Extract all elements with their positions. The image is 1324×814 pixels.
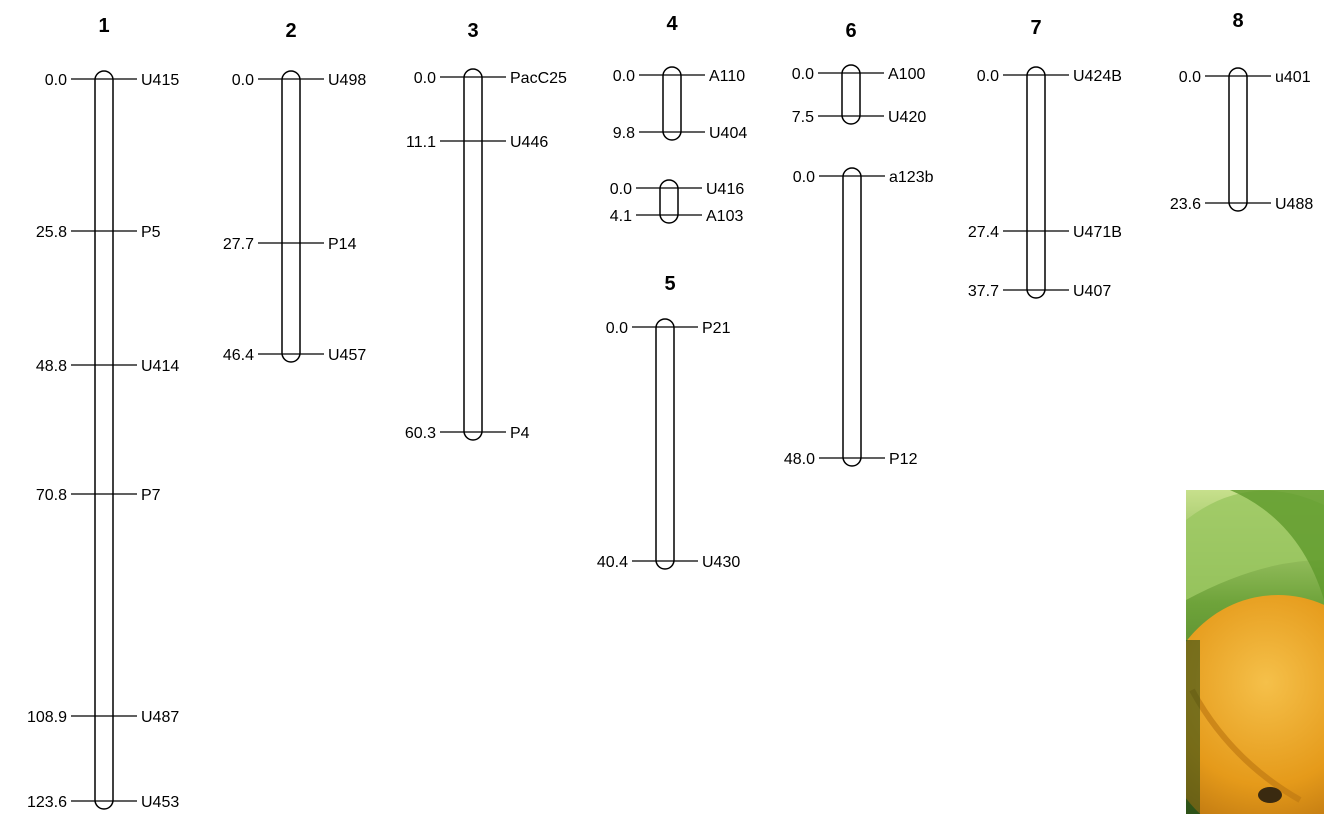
marker-name-label: A100 — [888, 66, 925, 83]
marker-name-label: U404 — [709, 125, 747, 142]
marker-name-label: U471B — [1073, 224, 1122, 241]
linkage-group-5: 5 0.0 P21 40.4 U430 — [597, 273, 740, 571]
marker-position-label: 27.4 — [968, 224, 999, 241]
marker-position-label: 60.3 — [405, 425, 436, 442]
marker-position-label: 37.7 — [968, 283, 999, 300]
chromosome-bar — [1228, 67, 1248, 212]
marker-name-label: P21 — [702, 320, 731, 337]
linkage-group-title: 6 — [845, 20, 856, 42]
linkage-group-title: 3 — [467, 20, 478, 42]
chromosome-bar — [94, 70, 114, 810]
marker-position-label: 27.7 — [223, 236, 254, 253]
linkage-group-title: 4 — [666, 13, 678, 35]
linkage-group-title: 1 — [98, 15, 109, 37]
marker-position-label: 0.0 — [606, 320, 628, 337]
fruit-photo — [1186, 490, 1324, 814]
marker-position-label: 0.0 — [793, 169, 815, 186]
marker-name-label: PacC25 — [510, 70, 567, 87]
marker-name-label: U487 — [141, 709, 179, 726]
chromosome-bar — [281, 70, 301, 363]
marker-name-label: U453 — [141, 794, 179, 811]
chromosome-bar — [659, 179, 679, 224]
marker-name-label: U415 — [141, 72, 179, 89]
marker-name-label: U488 — [1275, 196, 1313, 213]
chromosome-bar — [463, 68, 483, 441]
marker-position-label: 0.0 — [45, 72, 67, 89]
marker-name-label: P12 — [889, 451, 918, 468]
marker-position-label: 11.1 — [406, 134, 436, 151]
marker-position-label: 123.6 — [27, 794, 67, 811]
marker-position-label: 4.1 — [610, 208, 632, 225]
linkage-group-1: 1 0.0 U415 25.8 P5 48.8 U414 70.8 P7 108.9 U487 123… — [27, 15, 179, 811]
marker-name-label: P5 — [141, 224, 161, 241]
linkage-group-title: 5 — [664, 273, 675, 295]
marker-position-label: 46.4 — [223, 347, 254, 364]
marker-position-label: 0.0 — [613, 68, 635, 85]
marker-position-label: 70.8 — [36, 487, 67, 504]
marker-position-label: 48.8 — [36, 358, 67, 375]
marker-position-label: 0.0 — [414, 70, 436, 87]
linkage-group-title: 2 — [285, 20, 296, 42]
marker-position-label: 108.9 — [27, 709, 67, 726]
marker-name-label: a123b — [889, 169, 934, 186]
linkage-group-title: 7 — [1030, 17, 1041, 39]
marker-position-label: 0.0 — [610, 181, 632, 198]
marker-name-label: U407 — [1073, 283, 1111, 300]
linkage-group-6: 6 0.0 A100 7.5 U420 0.0 a123b 48.0 P12 — [784, 20, 934, 468]
marker-position-label: 0.0 — [792, 66, 814, 83]
linkage-group-7: 7 0.0 U424B 27.4 U471B 37.7 U407 — [968, 17, 1122, 300]
marker-position-label: 0.0 — [977, 68, 999, 85]
chromosome-bar — [662, 66, 682, 141]
marker-position-label: 7.5 — [792, 109, 814, 126]
marker-name-label: U420 — [888, 109, 926, 126]
marker-position-label: 0.0 — [1179, 69, 1201, 86]
marker-position-label: 25.8 — [36, 224, 67, 241]
chromosome-bar — [655, 318, 675, 570]
marker-name-label: A103 — [706, 208, 743, 225]
marker-position-label: 0.0 — [232, 72, 254, 89]
linkage-group-3: 3 0.0 PacC25 11.1 U446 60.3 P4 — [405, 20, 567, 442]
marker-name-label: P14 — [328, 236, 357, 253]
chromosome-bar — [841, 64, 861, 125]
linkage-group-title: 8 — [1232, 10, 1243, 32]
marker-name-label: U424B — [1073, 68, 1122, 85]
linkage-group-8: 8 0.0 u401 23.6 U488 — [1170, 10, 1313, 213]
marker-name-label: U457 — [328, 347, 366, 364]
marker-name-label: U498 — [328, 72, 366, 89]
marker-name-label: U414 — [141, 358, 179, 375]
chromosome-bar — [1026, 66, 1046, 299]
linkage-group-2: 2 0.0 U498 27.7 P14 46.4 U457 — [223, 20, 366, 364]
marker-position-label: 9.8 — [613, 125, 635, 142]
marker-name-label: P7 — [141, 487, 161, 504]
marker-position-label: 48.0 — [784, 451, 815, 468]
marker-name-label: U446 — [510, 134, 548, 151]
marker-name-label: U416 — [706, 181, 744, 198]
marker-name-label: A110 — [709, 68, 745, 85]
chromosome-bar — [842, 167, 862, 467]
marker-name-label: P4 — [510, 425, 530, 442]
marker-name-label: U430 — [702, 554, 740, 571]
marker-name-label: u401 — [1275, 69, 1311, 86]
marker-position-label: 23.6 — [1170, 196, 1201, 213]
marker-position-label: 40.4 — [597, 554, 628, 571]
